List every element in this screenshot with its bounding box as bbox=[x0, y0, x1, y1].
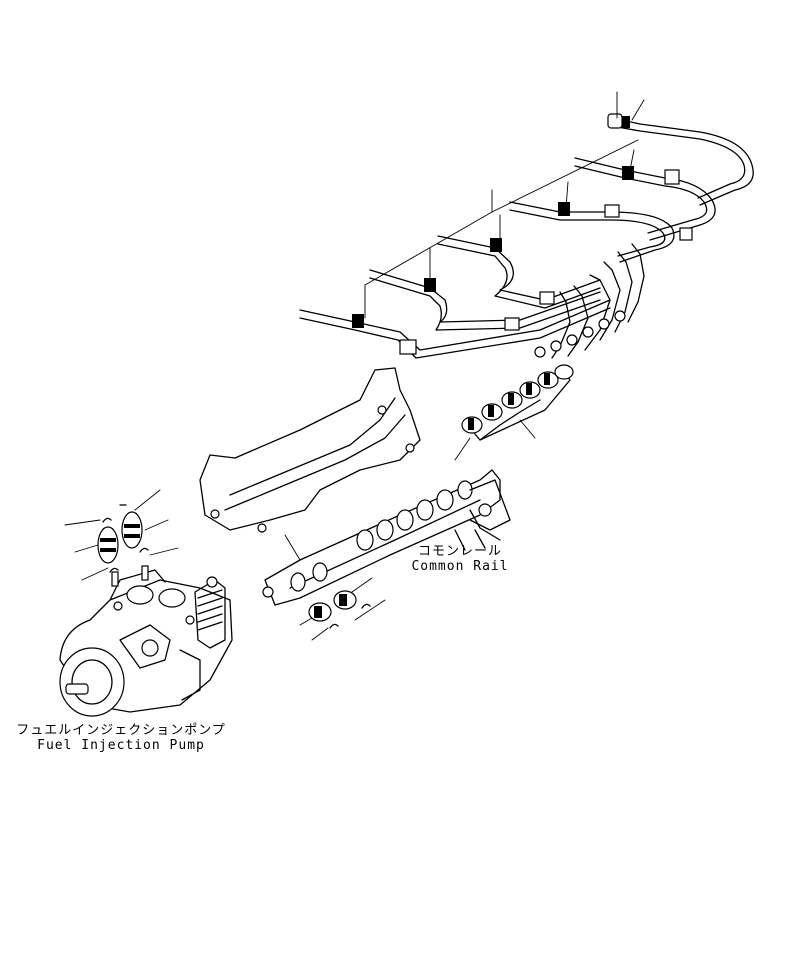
fuel-injection-pump bbox=[59, 565, 233, 717]
rail-seals bbox=[299, 577, 386, 641]
connector-seals bbox=[454, 364, 574, 461]
common-rail-label-en: Common Rail bbox=[411, 559, 509, 574]
rail-bracket bbox=[199, 367, 421, 561]
pump-label-jp: フュエルインジェクションポンプ bbox=[16, 723, 226, 738]
common-rail bbox=[262, 469, 511, 606]
pump-fittings bbox=[64, 489, 179, 581]
injection-tubes bbox=[299, 91, 754, 359]
common-rail-label-jp: コモンレール bbox=[417, 544, 502, 559]
pump-label-en: Fuel Injection Pump bbox=[37, 738, 205, 753]
